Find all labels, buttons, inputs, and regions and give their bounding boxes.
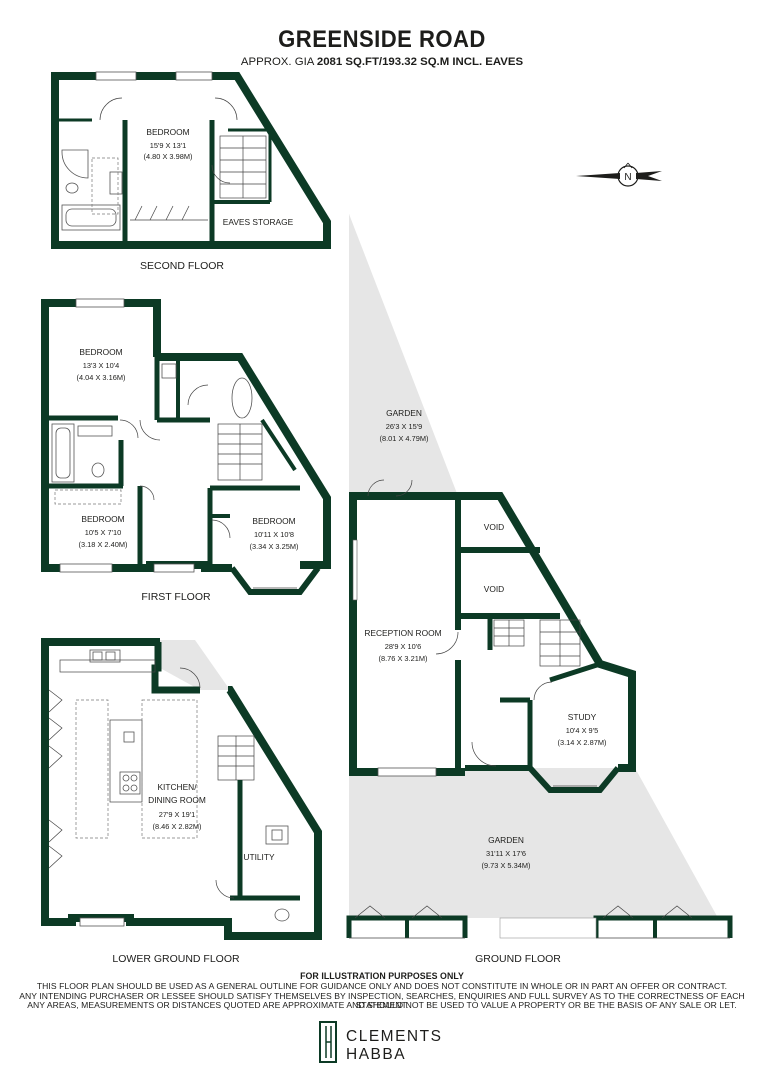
disclaimer-heading: FOR ILLUSTRATION PURPOSES ONLY <box>300 971 464 981</box>
garden-bottom-area <box>349 768 718 918</box>
reception-dims-metric: (8.76 X 3.21M) <box>379 654 428 663</box>
garden-bottom-dims: 31'11 X 17'6 <box>486 849 526 858</box>
clements-habba-logo-icon <box>319 1021 337 1063</box>
second-floor-plan <box>51 71 331 249</box>
kitchen-dims: 27'9 X 19'1 <box>159 810 196 819</box>
eaves-storage-name: EAVES STORAGE <box>223 217 294 227</box>
garden-top-dims: 26'3 X 15'9 <box>386 422 423 431</box>
first-floor-bedroom3-dims-metric: (3.34 X 3.25M) <box>250 542 299 551</box>
lower-ground-floor-label: LOWER GROUND FLOOR <box>112 953 240 965</box>
garden-bottom-name: GARDEN <box>488 835 524 845</box>
disclaimer-line-3: ANY AREAS, MEASUREMENTS OR DISTANCES QUO… <box>27 1000 737 1010</box>
garden-top-name: GARDEN <box>386 408 422 418</box>
second-floor-bedroom-name: BEDROOM <box>146 127 189 137</box>
first-floor-bedroom1-name: BEDROOM <box>79 347 122 357</box>
second-floor-bedroom-dims: 15'9 X 13'1 <box>150 141 187 150</box>
reception-name: RECEPTION ROOM <box>364 628 441 638</box>
reception-dims: 28'9 X 10'6 <box>385 642 422 651</box>
kitchen-name-line2: DINING ROOM <box>148 795 206 805</box>
kitchen-dims-metric: (8.46 X 2.82M) <box>153 822 202 831</box>
first-floor-plan <box>41 298 331 595</box>
first-floor-bedroom2-dims-metric: (3.18 X 2.40M) <box>79 540 128 549</box>
first-floor-bedroom1-dims-metric: (4.04 X 3.16M) <box>77 373 126 382</box>
ground-floor-label: GROUND FLOOR <box>475 953 561 965</box>
area-subtitle-value: 2081 SQ.FT/193.32 SQ.M INCL. EAVES <box>316 56 524 68</box>
compass-label: N <box>624 172 631 183</box>
first-floor-bedroom1-dims: 13'3 X 10'4 <box>83 361 120 370</box>
lower-ground-floor-plan <box>41 638 322 940</box>
first-floor-bedroom3-name: BEDROOM <box>252 516 295 526</box>
garden-bottom-dims-metric: (9.73 X 5.34M) <box>482 861 531 870</box>
first-floor-bedroom3-dims: 10'11 X 10'8 <box>254 530 294 539</box>
logo-line2: HABBA <box>346 1046 406 1063</box>
page-title: GREENSIDE ROAD <box>278 26 486 53</box>
study-dims: 10'4 X 9'5 <box>566 726 598 735</box>
disclaimer-line-1: THIS FLOOR PLAN SHOULD BE USED AS A GENE… <box>36 981 728 991</box>
study-name: STUDY <box>568 712 597 722</box>
study-dims-metric: (3.14 X 2.87M) <box>558 738 607 747</box>
first-floor-bedroom2-dims: 10'5 X 7'10 <box>85 528 122 537</box>
second-floor-label: SECOND FLOOR <box>140 260 224 272</box>
logo-line1: CLEMENTS <box>346 1028 442 1045</box>
ground-floor-plan <box>346 479 733 939</box>
void2-name: VOID <box>484 584 504 594</box>
north-arrow-icon <box>576 162 662 187</box>
kitchen-name-line1: KITCHEN/ <box>157 782 197 792</box>
area-subtitle-prefix: APPROX. GIA <box>240 56 317 68</box>
void1-name: VOID <box>484 522 504 532</box>
first-floor-bedroom2-name: BEDROOM <box>81 514 124 524</box>
second-floor-bedroom-dims-metric: (4.80 X 3.98M) <box>144 152 193 161</box>
utility-name: UTILITY <box>243 852 275 862</box>
garden-top-dims-metric: (8.01 X 4.79M) <box>380 434 429 443</box>
disclaimer-line-2: ANY INTENDING PURCHASER OR LESSEE SHOULD… <box>19 990 745 1010</box>
first-floor-label: FIRST FLOOR <box>141 591 211 603</box>
garden-top-fill <box>349 214 458 496</box>
area-subtitle: APPROX. GIA 2081 SQ.FT/193.32 SQ.M INCL.… <box>0 56 764 68</box>
